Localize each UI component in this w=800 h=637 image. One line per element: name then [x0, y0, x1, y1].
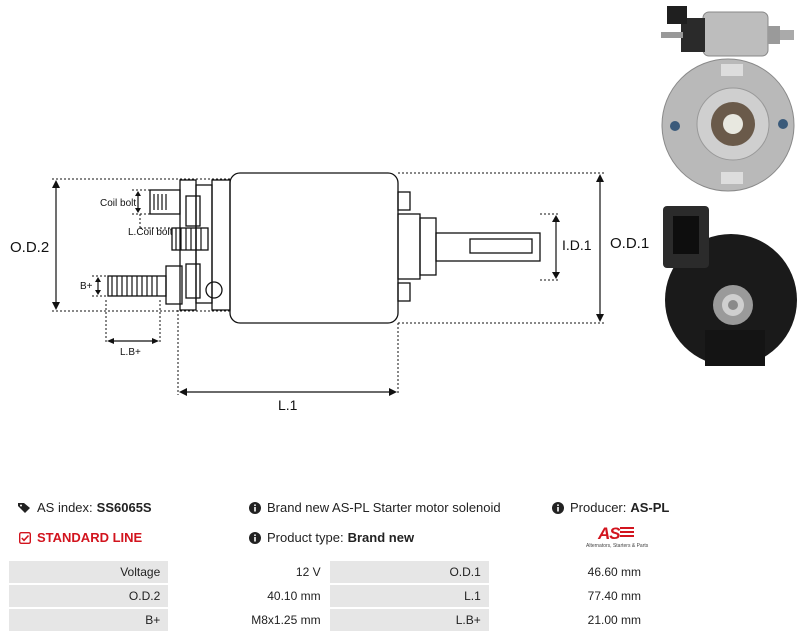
info-icon: [248, 501, 262, 515]
product-type-label: Product type:: [267, 530, 344, 545]
spec-key: L.1: [328, 583, 490, 609]
product-photos: [655, 0, 800, 370]
spec-value: 21.00 mm: [488, 607, 651, 633]
standard-line: STANDARD LINE: [18, 530, 142, 546]
table-row: O.D.2 40.10 mm L.1 77.40 mm: [7, 583, 651, 609]
table-row: B+ M8x1.25 mm L.B+ 21.00 mm: [7, 607, 651, 633]
spec-value: 77.40 mm: [488, 583, 651, 609]
logo-bars: [620, 527, 634, 539]
spec-key: L.B+: [328, 607, 490, 633]
photo-front-view: [661, 58, 795, 192]
description: Brand new AS-PL Starter motor solenoid: [248, 500, 501, 516]
spec-key: Voltage: [7, 560, 170, 585]
spec-value: 40.10 mm: [168, 583, 330, 609]
solenoid-body: [229, 172, 399, 324]
spec-value: 12 V: [168, 560, 330, 585]
product-type: Product type: Brand new: [248, 530, 414, 546]
spec-key: O.D.1: [328, 560, 490, 585]
spec-value: 46.60 mm: [488, 560, 651, 585]
label-od2: O.D.2: [10, 239, 49, 256]
label-coil-bolt: Coil bolt: [100, 198, 136, 209]
table-row: Voltage 12 V O.D.1 46.60 mm: [7, 560, 651, 585]
photo-side-view: [661, 6, 794, 57]
as-index: AS index: SS6065S: [18, 500, 152, 516]
label-l1: L.1: [278, 397, 298, 413]
label-id1: I.D.1: [562, 237, 592, 253]
technical-drawing: O.D.2 O.D.1 I.D.1 L.1 L.B+ B+ Coil bolt …: [10, 172, 649, 413]
solenoid-dimension-diagram: O.D.2 O.D.1 I.D.1 L.1 L.B+ B+ Coil bolt …: [10, 172, 649, 413]
label-bplus: B+: [80, 281, 93, 292]
spec-value: M8x1.25 mm: [168, 607, 330, 633]
info-icon: [551, 501, 565, 515]
producer: Producer: AS-PL: [551, 500, 669, 516]
spec-key: O.D.2: [7, 583, 170, 609]
specs-table: Voltage 12 V O.D.1 46.60 mm O.D.2 40.10 …: [7, 560, 651, 633]
info-icon: [248, 531, 262, 545]
photo-back-view: [663, 206, 797, 366]
logo-mark: AS: [598, 524, 621, 543]
logo-tagline: Alternators, Starters & Parts: [586, 543, 649, 549]
product-photo-illustrations: [661, 6, 797, 366]
standard-line-text: STANDARD LINE: [37, 530, 143, 545]
checkbox-checked-icon: [18, 531, 32, 545]
label-l-coil-bolt: L.Coil bolt: [128, 227, 173, 238]
spec-key: B+: [7, 607, 170, 633]
label-lbplus: L.B+: [120, 347, 141, 358]
producer-value: AS-PL: [630, 500, 670, 515]
producer-label: Producer:: [570, 500, 627, 515]
as-index-label: AS index:: [37, 500, 93, 515]
as-pl-logo: AS Alternators, Starters & Parts: [586, 524, 652, 554]
description-text: Brand new AS-PL Starter motor solenoid: [267, 500, 501, 515]
label-od1: O.D.1: [610, 235, 649, 252]
product-type-value: Brand new: [347, 530, 415, 545]
as-index-value: SS6065S: [96, 500, 152, 515]
tags-icon: [18, 501, 32, 515]
